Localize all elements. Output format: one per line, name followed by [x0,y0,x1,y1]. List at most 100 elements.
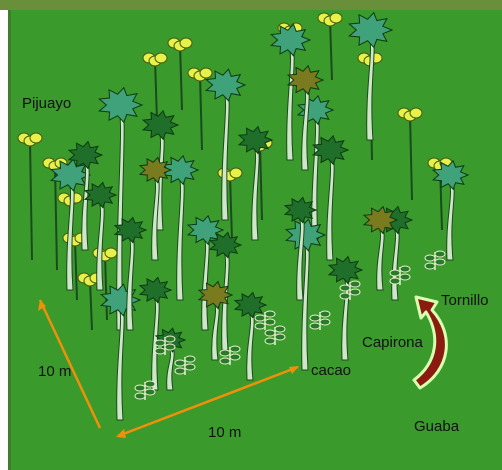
pijuayo-palm-5 [318,13,342,80]
label-dimension-bottom: 10 m [208,424,241,441]
canopy-tree-8-trunk [302,241,309,370]
canopy-tree-2-crown [349,13,392,48]
pijuayo-palm-1-trunk [180,45,182,110]
pijuayo-palm-11-fruit [105,248,117,258]
pijuayo-palm-4 [248,138,272,220]
cacao-shrub-3-leaf [275,334,285,340]
cacao-shrub-7-leaf [435,251,445,257]
canopy-tree-8 [286,219,325,370]
canopy-tree-18-crown-foliage [329,257,362,284]
canopy-tree-1-crown-foliage [271,24,310,56]
canopy-tree-7-trunk [177,176,184,300]
canopy-tree-16-trunk [392,226,399,300]
cacao-shrub-7-leaf [435,259,445,265]
canopy-tree-13-trunk [327,156,334,260]
canopy-tree-2 [349,13,392,140]
canopy-tree-19-crown [140,277,171,302]
cacao-shrub-0-leaf [145,381,155,387]
cacao-shrub-8-leaf [165,344,175,350]
canopy-tree-25-crown [140,157,171,182]
measure-arrowhead-bottom-right [289,366,299,374]
canopy-tree-24-trunk [302,86,309,170]
pijuayo-palm-2-trunk [200,75,202,150]
cacao-shrub-7 [425,251,445,270]
label-guaba: Guaba [414,418,459,435]
cacao-shrub-6-leaf [390,270,400,276]
canopy-tree-20-crown [235,292,266,317]
pijuayo-palm-9-trunk [30,140,32,260]
canopy-tree-25-crown-foliage [140,157,171,182]
cacao-shrub-5-leaf [350,281,360,287]
cacao-shrub-1-leaf [185,364,195,370]
cacao-shrub-7-leaf [425,255,435,261]
cacao-shrub-8-leaf [155,340,165,346]
canopy-tree-3-trunk [222,91,229,220]
canopy-tree-1-trunk [287,46,294,160]
canopy-tree-2-crown-foliage [349,13,392,48]
cacao-shrub-6-leaf [400,274,410,280]
canopy-tree-18 [329,257,362,360]
canopy-tree-11-crown-foliage [143,111,178,139]
pijuayo-palm-15-fruit [230,168,242,178]
canopy-tree-14-crown-foliage [85,182,116,207]
canopy-tree-14 [85,182,116,290]
cacao-shrub-1-leaf [175,360,185,366]
pijuayo-palm-15-trunk [230,175,232,240]
label-dimension-left: 10 m [38,363,71,380]
pijuayo-palm-11-trunk [105,255,107,320]
cacao-shrub-4-leaf [320,311,330,317]
pijuayo-palm-4-trunk [260,145,262,220]
cacao-shrub-8-leaf [155,348,165,354]
pijuayo-palm-14-fruit [155,53,167,63]
pijuayo-palm-9 [18,133,42,260]
cacao-shrub-0 [135,381,155,400]
pijuayo-palm-7-fruit [410,108,422,118]
cacao-shrub-1 [175,356,195,375]
canopy-tree-27-trunk [212,301,219,360]
cacao-shrub-3-leaf [265,338,275,344]
canopy-tree-14-trunk [97,201,104,290]
canopy-tree-14-crown [85,182,116,207]
cacao-shrub-1-leaf [185,356,195,362]
canopy-tree-20-crown-foliage [235,292,266,317]
canopy-tree-8-crown [286,219,325,251]
canopy-tree-0-crown-foliage [99,88,142,123]
cacao-shrub-2-leaf [220,358,230,364]
tree-group [18,13,468,420]
cacao-shrub-0-leaf [145,389,155,395]
cacao-shrub-2-leaf [220,350,230,356]
cacao-shrub-4 [310,311,330,330]
cacao-shrub-6-leaf [390,278,400,284]
cacao-shrub-7-leaf [425,263,435,269]
pijuayo-palm-9-fruit [30,133,42,143]
cacao-shrub-0-leaf [135,393,145,399]
pijuayo-palm-5-trunk [330,20,332,80]
canopy-tree-11-crown [143,111,178,139]
canopy-tree-9 [101,284,140,420]
label-tornillo: Tornillo [441,292,489,309]
canopy-tree-20 [235,292,266,380]
canopy-tree-15-trunk [252,146,259,240]
canopy-tree-0-crown [99,88,142,123]
pijuayo-palm-14-trunk [155,60,157,120]
pijuayo-palm-7-trunk [410,115,412,200]
cacao-shrub-8-leaf [165,336,175,342]
pijuayo-palm-14 [143,53,167,120]
pijuayo-palm-1-fruit [180,38,192,48]
canopy-tree-4-trunk [312,116,319,240]
cacao-shrub-9-leaf [265,319,275,325]
cacao-shrub-0-leaf [135,385,145,391]
cacao-shrub-2-leaf [230,346,240,352]
cacao-shrub-3-leaf [275,326,285,332]
pijuayo-palm-5-fruit [330,13,342,23]
canopy-tree-20-trunk [247,311,254,380]
canopy-tree-1-crown [271,24,310,56]
canopy-tree-5-trunk [447,181,454,260]
canopy-tree-2-trunk [367,36,374,140]
canopy-tree-17-trunk [127,236,134,330]
pijuayo-palm-12-trunk [90,280,92,330]
cacao-shrub-5-leaf [350,289,360,295]
canopy-tree-23-trunk [167,346,174,390]
